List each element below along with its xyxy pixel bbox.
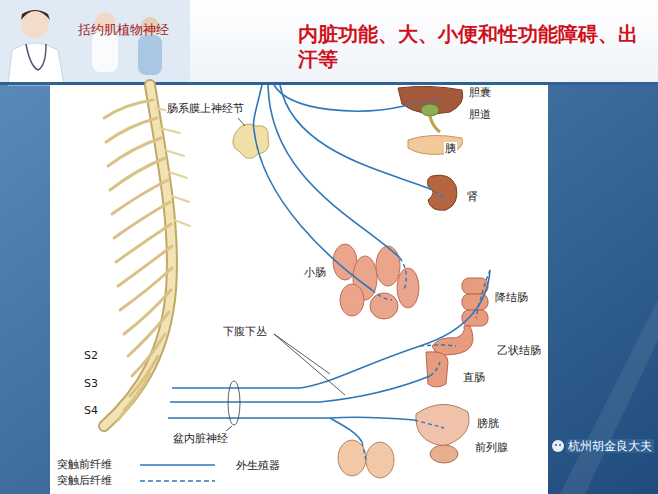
watermark: 杭州胡金良大夫: [566, 439, 654, 453]
part-label: 胆囊: [468, 86, 492, 99]
part-label: 下腹下丛: [222, 325, 268, 338]
segment-label: S4: [83, 404, 99, 417]
part-label: 肠系膜上神经节: [166, 102, 245, 115]
postganglionic-fibres: [362, 100, 490, 460]
part-label: 小肠: [303, 266, 327, 279]
segment-label: S3: [83, 377, 99, 390]
part-label: 乙状结肠: [496, 344, 542, 357]
nerve-fibres: [168, 85, 490, 442]
slide-title: 内脏功能、大、小便和性功能障碍、出汗等: [298, 22, 640, 72]
part-label: 盆内脏神经: [172, 432, 229, 445]
part-label: 外生殖器: [235, 459, 281, 472]
part-label: 直肠: [462, 371, 486, 384]
part-label: 肾: [466, 190, 479, 203]
part-label: 前列腺: [474, 441, 509, 454]
header-label: 括约肌植物神经: [78, 22, 169, 38]
segment-label: S2: [83, 349, 99, 362]
legend-text: 突触前纤维: [56, 458, 113, 471]
legend-samples: [140, 465, 215, 481]
part-label: 胰: [444, 142, 457, 155]
leader-lines: [226, 334, 345, 431]
white-panel: [50, 85, 548, 494]
ganglion: [233, 118, 269, 159]
legend-text: 突触后纤维: [56, 474, 113, 487]
spinal-cord: [104, 85, 190, 426]
part-label: 胆道: [468, 108, 492, 121]
part-label: 膀胱: [476, 417, 500, 430]
doctor-photo: [0, 0, 658, 85]
part-label: 降结肠: [494, 291, 529, 304]
watermark-icon: [552, 440, 564, 452]
